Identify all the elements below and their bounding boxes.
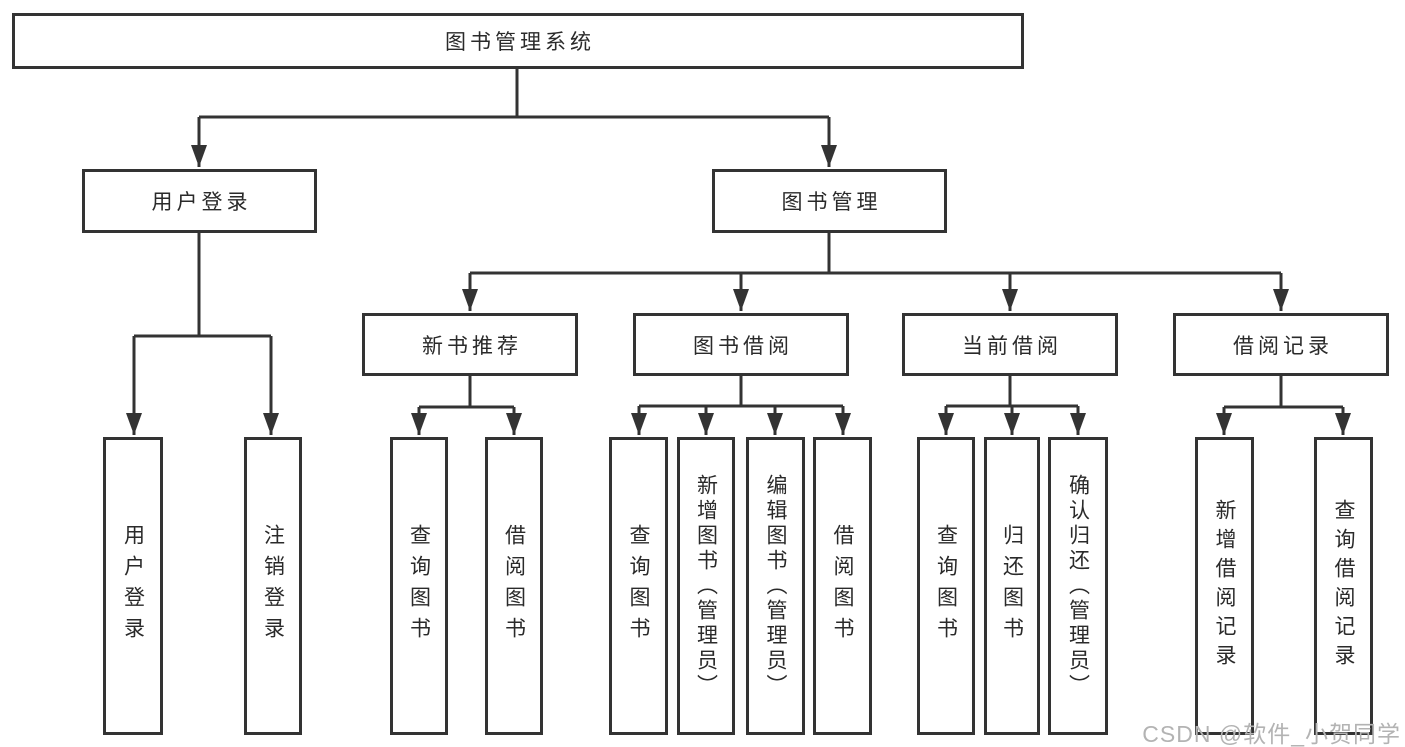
leaf-return-book: 归还图书 [984,437,1040,735]
leaf-add-book-admin: 新增图书（管理员） [677,437,735,735]
leaf-query-borrow-record: 查询借阅记录 [1314,437,1373,735]
node-borrow-records-label: 借阅记录 [1233,334,1333,358]
leaf-recommend-borrow-book-label: 借阅图书 [502,524,526,648]
node-user-login: 用户登录 [82,169,317,233]
node-book-management: 图书管理 [712,169,947,233]
leaf-borrow-book-label: 借阅图书 [831,524,854,648]
leaf-logout: 注销登录 [244,437,302,735]
node-borrow-records: 借阅记录 [1173,313,1389,376]
node-user-login-label: 用户登录 [151,191,252,214]
leaf-current-query-book: 查询图书 [917,437,975,735]
leaf-user-login: 用户登录 [103,437,163,735]
leaf-borrow-book: 借阅图书 [813,437,872,735]
node-current-borrow-label: 当前借阅 [962,334,1062,358]
node-library-system: 图书管理系统 [12,13,1024,69]
node-book-management-label: 图书管理 [781,191,882,214]
node-new-book-recommend: 新书推荐 [362,313,578,376]
leaf-edit-book-admin-label: 编辑图书（管理员） [764,473,787,699]
leaf-borrow-query-book: 查询图书 [609,437,668,735]
leaf-user-login-label: 用户登录 [121,524,145,648]
node-book-borrow-label: 图书借阅 [693,334,793,358]
leaf-query-borrow-record-label: 查询借阅记录 [1332,499,1355,673]
leaf-confirm-return-admin: 确认归还（管理员） [1048,437,1108,735]
leaf-current-query-book-label: 查询图书 [934,524,958,648]
leaf-confirm-return-admin-label: 确认归还（管理员） [1066,473,1090,699]
leaf-borrow-query-book-label: 查询图书 [627,524,650,648]
node-new-book-recommend-label: 新书推荐 [422,334,522,358]
leaf-edit-book-admin: 编辑图书（管理员） [746,437,805,735]
leaf-logout-label: 注销登录 [261,524,285,648]
leaf-add-borrow-record-label: 新增借阅记录 [1213,499,1236,673]
leaf-add-borrow-record: 新增借阅记录 [1195,437,1254,735]
node-book-borrow: 图书借阅 [633,313,849,376]
leaf-add-book-admin-label: 新增图书（管理员） [694,473,718,699]
leaf-recommend-borrow-book: 借阅图书 [485,437,543,735]
leaf-return-book-label: 归还图书 [1000,524,1024,648]
leaf-recommend-query-book: 查询图书 [390,437,448,735]
leaf-recommend-query-book-label: 查询图书 [407,524,431,648]
node-current-borrow: 当前借阅 [902,313,1118,376]
watermark-csdn: CSDN @软件_小贺同学 [1142,721,1401,747]
node-library-system-label: 图书管理系统 [445,31,595,54]
